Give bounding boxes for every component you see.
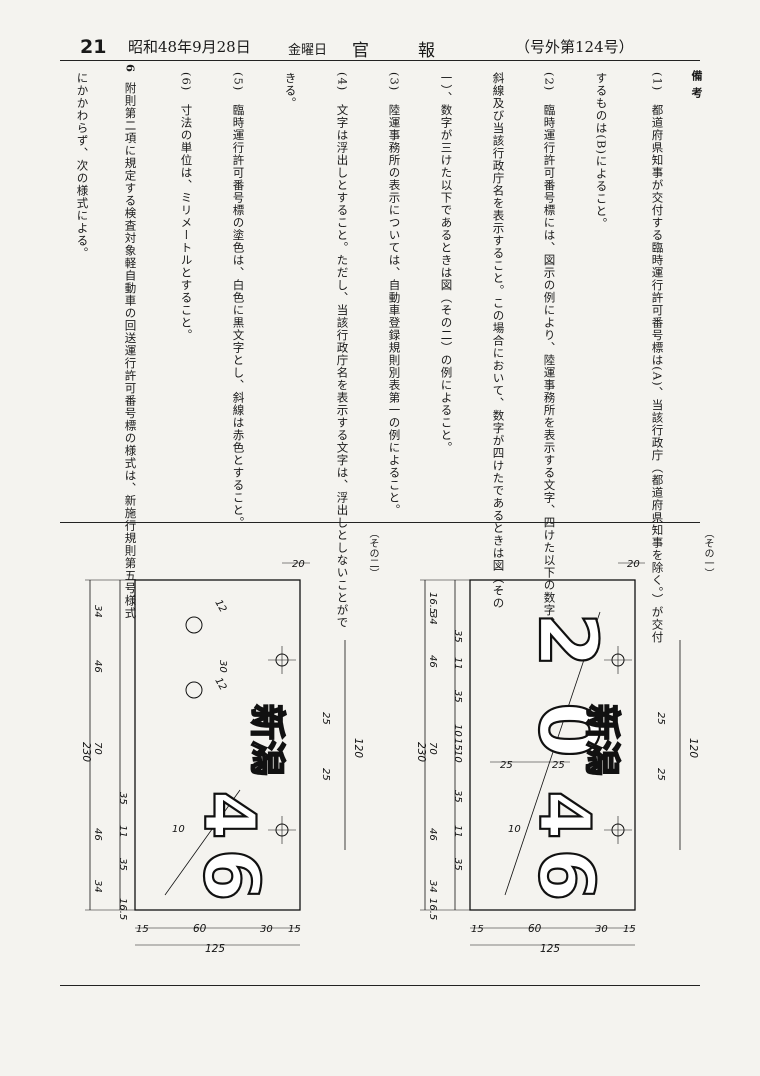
svg-text:46: 46 <box>427 655 438 668</box>
diagonal-line <box>164 789 241 896</box>
svg-text:125: 125 <box>205 943 225 955</box>
figure-1-plate: 2 0 4 6 新潟 16.5 34 35 46 11 35 10 15 10 <box>415 559 699 955</box>
diagonal-line <box>504 611 601 896</box>
svg-text:70: 70 <box>427 742 438 755</box>
svg-text:20: 20 <box>627 559 640 570</box>
svg-text:35: 35 <box>452 630 463 643</box>
svg-text:35: 35 <box>452 690 463 703</box>
svg-text:35: 35 <box>117 858 128 871</box>
svg-text:34: 34 <box>427 880 438 893</box>
svg-text:0: 0 <box>521 702 614 758</box>
svg-text:11: 11 <box>452 825 463 838</box>
figure-2-plate: 4 6 新潟 34 46 70 35 11 46 35 34 16.5 230 … <box>80 559 364 955</box>
gazette-title-1: 官 <box>352 41 369 61</box>
notes-heading: 備考 <box>690 70 703 104</box>
note-2-line-3: 一）、数字が三けた以下であるときは図（その二）の例によること。 <box>439 72 454 454</box>
footer-rule <box>60 985 700 986</box>
svg-text:6: 6 <box>522 849 611 902</box>
svg-text:70: 70 <box>92 742 103 755</box>
header-rule <box>60 60 700 61</box>
svg-text:16.5: 16.5 <box>427 592 438 614</box>
svg-text:60: 60 <box>193 923 207 935</box>
appendix-line-1: 附則第二項に規定する検査対象軽自動車の回送運行許可番号標の様式は、新施行規則第五… <box>123 82 138 620</box>
section-divider <box>60 522 700 523</box>
svg-text:25: 25 <box>655 712 666 725</box>
svg-text:25: 25 <box>320 768 331 781</box>
svg-text:10: 10 <box>508 824 521 835</box>
svg-text:15: 15 <box>452 738 463 751</box>
note-1-line-2: するものは(B)によること。 <box>594 72 609 230</box>
page-header: 21 昭和48年9月28日 金曜日 官 報 （号外第124号） <box>60 28 700 68</box>
note-1-line-1: (1) 都道府県知事が交付する臨時運行許可番号標は(A)、当該行政庁（都道府県知… <box>650 72 665 644</box>
svg-text:35: 35 <box>452 790 463 803</box>
issue-weekday: 金曜日 <box>288 43 328 58</box>
note-6: (6) 寸法の単位は、ミリメートルとすること。 <box>179 72 194 342</box>
note-2-line-1: (2) 臨時運行許可番号標には、図示の例により、陸運事務所を表示する文字、四けた… <box>542 72 557 629</box>
note-2-line-2: 斜線及び当該行政庁名を表示すること。この場合において、数字が四けたであるときは図… <box>491 72 506 610</box>
svg-text:12: 12 <box>212 598 228 615</box>
svg-text:11: 11 <box>117 825 128 838</box>
svg-text:120: 120 <box>352 738 364 758</box>
svg-text:新潟: 新潟 <box>581 704 623 776</box>
svg-text:12: 12 <box>212 676 228 693</box>
svg-text:11: 11 <box>452 657 463 670</box>
svg-text:15: 15 <box>136 924 149 935</box>
svg-text:34: 34 <box>92 605 103 618</box>
section-number: 6 <box>123 64 138 74</box>
svg-text:34: 34 <box>92 880 103 893</box>
svg-text:15: 15 <box>623 924 636 935</box>
svg-text:16.5: 16.5 <box>427 898 438 920</box>
plate-number-text: 2 <box>520 611 615 669</box>
svg-text:25: 25 <box>500 760 513 771</box>
svg-text:230: 230 <box>80 742 92 762</box>
svg-text:新潟: 新潟 <box>246 704 288 776</box>
svg-text:46: 46 <box>427 828 438 841</box>
plate-outline <box>134 579 301 911</box>
svg-text:15: 15 <box>288 924 301 935</box>
svg-text:230: 230 <box>415 742 427 762</box>
svg-text:34: 34 <box>427 612 438 625</box>
svg-text:35: 35 <box>452 858 463 871</box>
appendix-line-2: にかかわらず、次の様式による。 <box>75 72 90 260</box>
svg-text:25: 25 <box>655 768 666 781</box>
svg-text:10: 10 <box>452 724 463 737</box>
svg-text:6: 6 <box>187 849 276 902</box>
page-number: 21 <box>80 36 107 58</box>
svg-text:4: 4 <box>188 791 270 840</box>
office-name-text: 新潟 <box>245 703 289 777</box>
svg-text:10: 10 <box>172 824 185 835</box>
svg-text:30: 30 <box>595 924 608 935</box>
svg-text:120: 120 <box>687 738 699 758</box>
note-3: (3) 陸運事務所の表示については、自動車登録規則別表第一の例によること。 <box>387 72 402 517</box>
svg-text:25: 25 <box>552 760 565 771</box>
plate-outline <box>469 579 636 911</box>
svg-text:10: 10 <box>452 750 463 763</box>
svg-text:25: 25 <box>320 712 331 725</box>
office-name-text: 新潟 <box>580 703 624 777</box>
svg-text:16.5: 16.5 <box>117 898 128 920</box>
dot-icon <box>185 681 203 699</box>
svg-text:15: 15 <box>471 924 484 935</box>
figure-1-label: （その一） <box>702 528 713 578</box>
svg-text:46: 46 <box>92 828 103 841</box>
issue-date: 昭和48年9月28日 <box>128 38 251 56</box>
note-4-line-1: (4) 文字は浮出しとすること。ただし、当該行政庁名を表示する文字は、浮出しとし… <box>335 72 350 629</box>
svg-text:35: 35 <box>117 792 128 805</box>
plate-number-text: 4 <box>187 790 271 841</box>
svg-text:2: 2 <box>521 612 614 668</box>
svg-text:30: 30 <box>260 924 273 935</box>
svg-text:46: 46 <box>92 660 103 673</box>
note-4-line-2: きる。 <box>283 72 298 110</box>
gazette-title-2: 報 <box>418 41 435 61</box>
dot-icon <box>185 616 203 634</box>
svg-text:30: 30 <box>217 660 228 673</box>
note-5: (5) 臨時運行許可番号標の塗色は、白色に黒文字とし、斜線は赤色とすること。 <box>231 72 246 529</box>
figure-2-label: （その二） <box>367 528 378 578</box>
issue-number: （号外第124号） <box>515 38 634 56</box>
svg-text:4: 4 <box>523 791 605 840</box>
svg-text:20: 20 <box>292 559 305 570</box>
svg-text:60: 60 <box>528 923 542 935</box>
svg-text:125: 125 <box>540 943 560 955</box>
